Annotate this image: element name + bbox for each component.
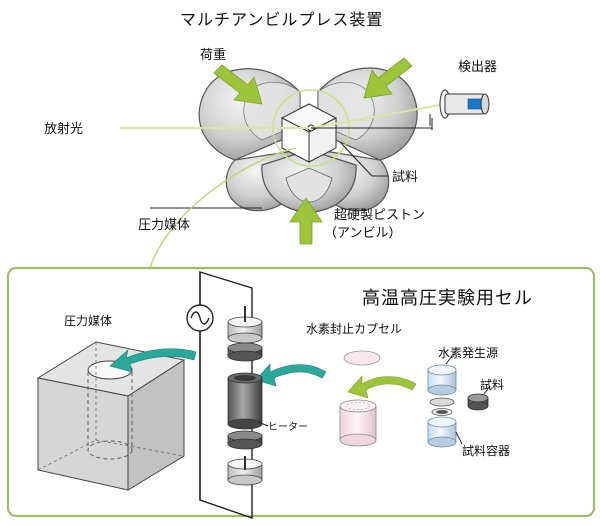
label-pressure-medium-cell: 圧力媒体 [64,314,113,328]
label-sample-cell: 試料 [480,378,505,392]
teal-arrows [109,348,327,387]
label-radiation: 放射光 [44,122,84,137]
label-pressure-medium-top: 圧力媒体 [138,218,191,233]
ac-source-icon [186,304,214,332]
arrow-load-bottom [289,197,323,245]
heater-stack [227,306,263,486]
label-anvil-line2: （アンビル） [324,226,402,241]
arrow-source-to-capsule [347,375,417,399]
arrow-capsule-to-heater [255,363,327,387]
label-sample-top: 試料 [392,170,419,185]
leader-lines-bottom [257,355,491,445]
load-arrows [213,57,413,245]
press-title: マルチアンビルプレス装置 [180,10,384,29]
label-load: 荷重 [200,48,227,63]
leader-lines-top [150,114,431,209]
hydrogen-source-stack [427,364,457,448]
detector-icon [439,89,490,119]
label-hydrogen-source: 水素発生源 [438,346,499,360]
connector-curve [149,147,297,269]
cell-title: 高温高圧実験用セル [362,288,533,309]
label-sample-container: 試料容器 [462,444,511,458]
label-heater: ヒーター [268,422,308,433]
arrow-stack-to-cube [109,348,197,373]
arrow-load-upper-left [213,64,263,105]
label-anvil-line1: 超硬製ピストン [334,208,426,223]
label-hydrogen-capsule: 水素封止カプセル [306,322,403,336]
pressure-medium-cube [36,341,186,491]
arrow-load-upper-right [363,57,413,99]
hydrogen-capsule [339,350,381,447]
radiation-beam-out [310,104,441,129]
sample-pellet [467,393,489,411]
label-detector: 検出器 [458,60,498,75]
